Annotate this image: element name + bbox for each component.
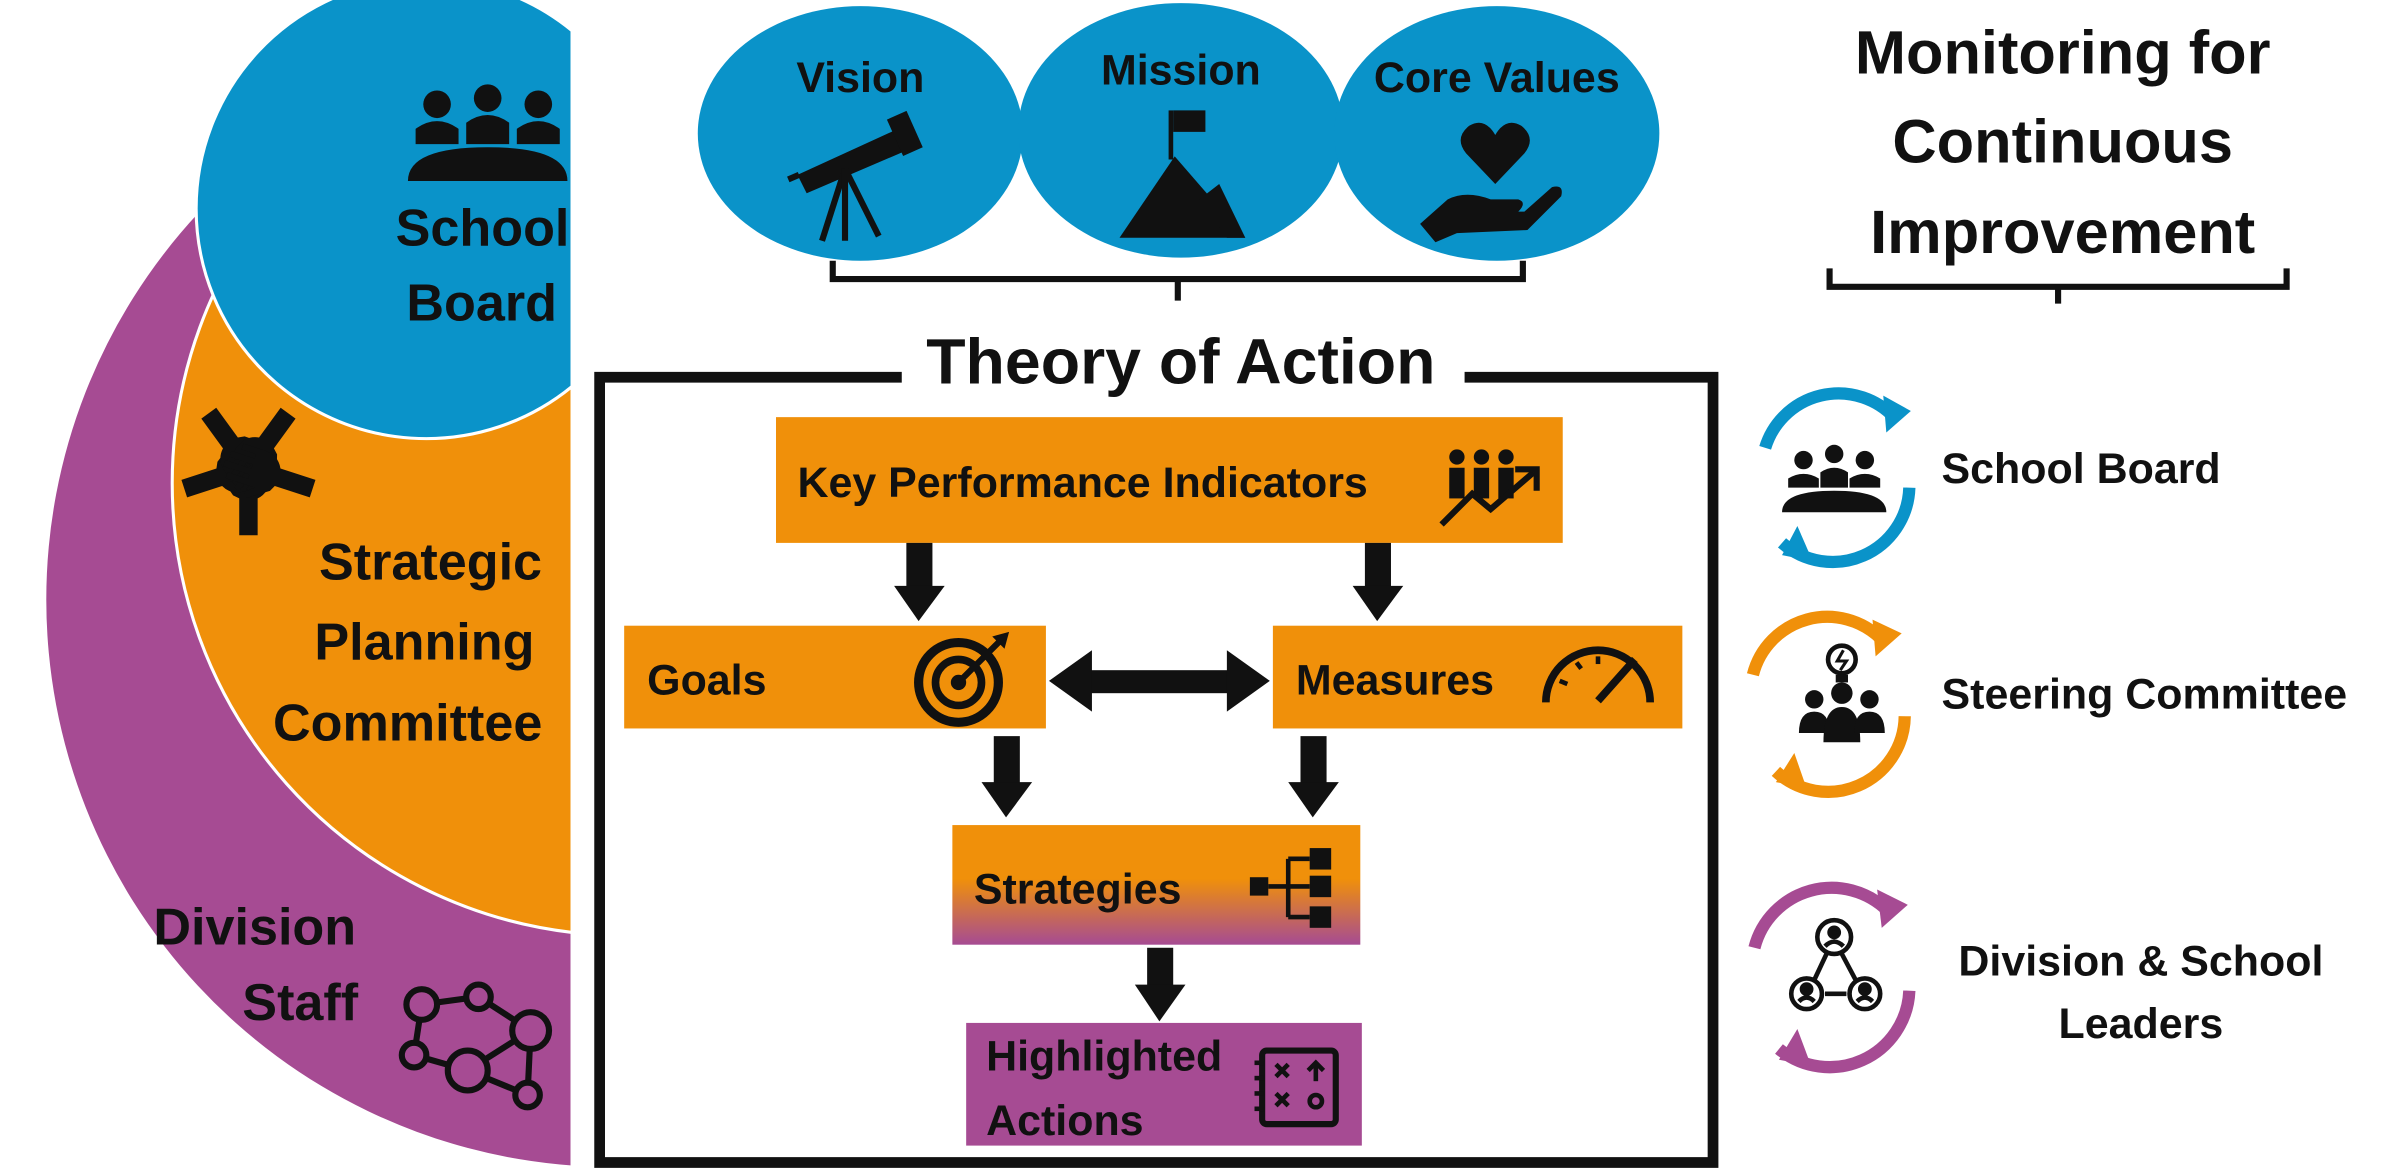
monitoring-label-division-2: Leaders (2059, 1000, 2224, 1048)
kpi-label: Key Performance Indicators (797, 459, 1367, 507)
board-meeting-icon (407, 84, 568, 181)
target-icon (914, 631, 1010, 727)
speedometer-icon (1542, 646, 1654, 704)
strategies-label: Strategies (974, 865, 1182, 913)
cycle-arrows-icon (1746, 610, 1911, 798)
highlighted-label-1: Highlighted (986, 1032, 1222, 1080)
heart-hand-icon (1420, 122, 1562, 243)
strategic-planning-label-2: Planning (314, 613, 534, 671)
monitoring-title-3: Improvement (1870, 197, 2255, 266)
highlighted-actions-box: Highlighted Actions (966, 1022, 1362, 1146)
mountain-flag-icon (1119, 110, 1246, 238)
monitoring-label-division-1: Division & School (1958, 937, 2323, 985)
monitoring-label-steering: Steering Committee (1942, 671, 2348, 719)
board-meeting-icon (1782, 444, 1887, 513)
monitoring-item-steering-committee: Steering Committee (1746, 610, 2348, 798)
playbook-icon (1254, 1047, 1339, 1128)
mission-circle: Mission (1018, 3, 1344, 258)
theory-of-action-title: Theory of Action (926, 325, 1435, 397)
mission-label: Mission (1101, 46, 1261, 94)
core-values-circle: Core Values (1334, 6, 1660, 261)
strategies-box: Strategies (952, 825, 1361, 945)
school-board-label-2: Board (406, 275, 557, 333)
hands-circle-icon (175, 396, 320, 536)
school-board-label-1: School (396, 199, 570, 257)
arrow-goals-to-strategies (981, 736, 1033, 818)
measures-box: Measures (1272, 625, 1683, 729)
org-chart-icon (1788, 917, 1883, 1012)
monitoring-title-1: Monitoring for (1855, 18, 2271, 87)
strategic-planning-label-3: Committee (273, 695, 542, 753)
cycle-arrows-icon (1759, 387, 1916, 569)
goals-box: Goals (624, 625, 1046, 729)
highlighted-label-2: Actions (986, 1097, 1143, 1145)
vision-circle: Vision (697, 6, 1023, 261)
group-lightbulb-icon (1798, 643, 1885, 743)
arrow-strategies-to-actions (1134, 947, 1186, 1022)
arrow-goals-measures-double (1048, 650, 1270, 712)
hierarchy-icon (1249, 848, 1332, 928)
monitoring-label-school-board: School Board (1942, 445, 2221, 493)
circles-bracket (829, 260, 1526, 301)
arrow-kpi-to-measures (1352, 542, 1404, 622)
cycle-arrows-icon (1748, 881, 1916, 1074)
monitoring-item-division-leaders: Division & School Leaders (1748, 881, 2323, 1074)
arrow-measures-to-strategies (1288, 736, 1339, 818)
division-staff-label-1: Division (153, 899, 356, 957)
people-growth-icon (1439, 449, 1540, 527)
flow-arrows (894, 542, 1404, 1022)
kpi-box: Key Performance Indicators (776, 417, 1563, 543)
measures-label: Measures (1296, 657, 1494, 705)
network-icon (398, 981, 553, 1111)
school-board-ring (194, 0, 573, 441)
strategic-planning-label-1: Strategic (319, 534, 542, 592)
arrow-kpi-to-goals (894, 542, 945, 622)
telescope-icon (787, 110, 923, 242)
core-values-label: Core Values (1374, 54, 1620, 102)
stakeholder-rings (46, 0, 573, 1166)
goals-label: Goals (647, 657, 766, 705)
monitoring-bracket (1826, 268, 2290, 304)
monitoring-title-2: Continuous (1892, 107, 2233, 176)
monitoring-item-school-board: School Board (1759, 387, 2221, 569)
vision-label: Vision (796, 54, 924, 102)
division-staff-label-2: Staff (242, 974, 358, 1032)
